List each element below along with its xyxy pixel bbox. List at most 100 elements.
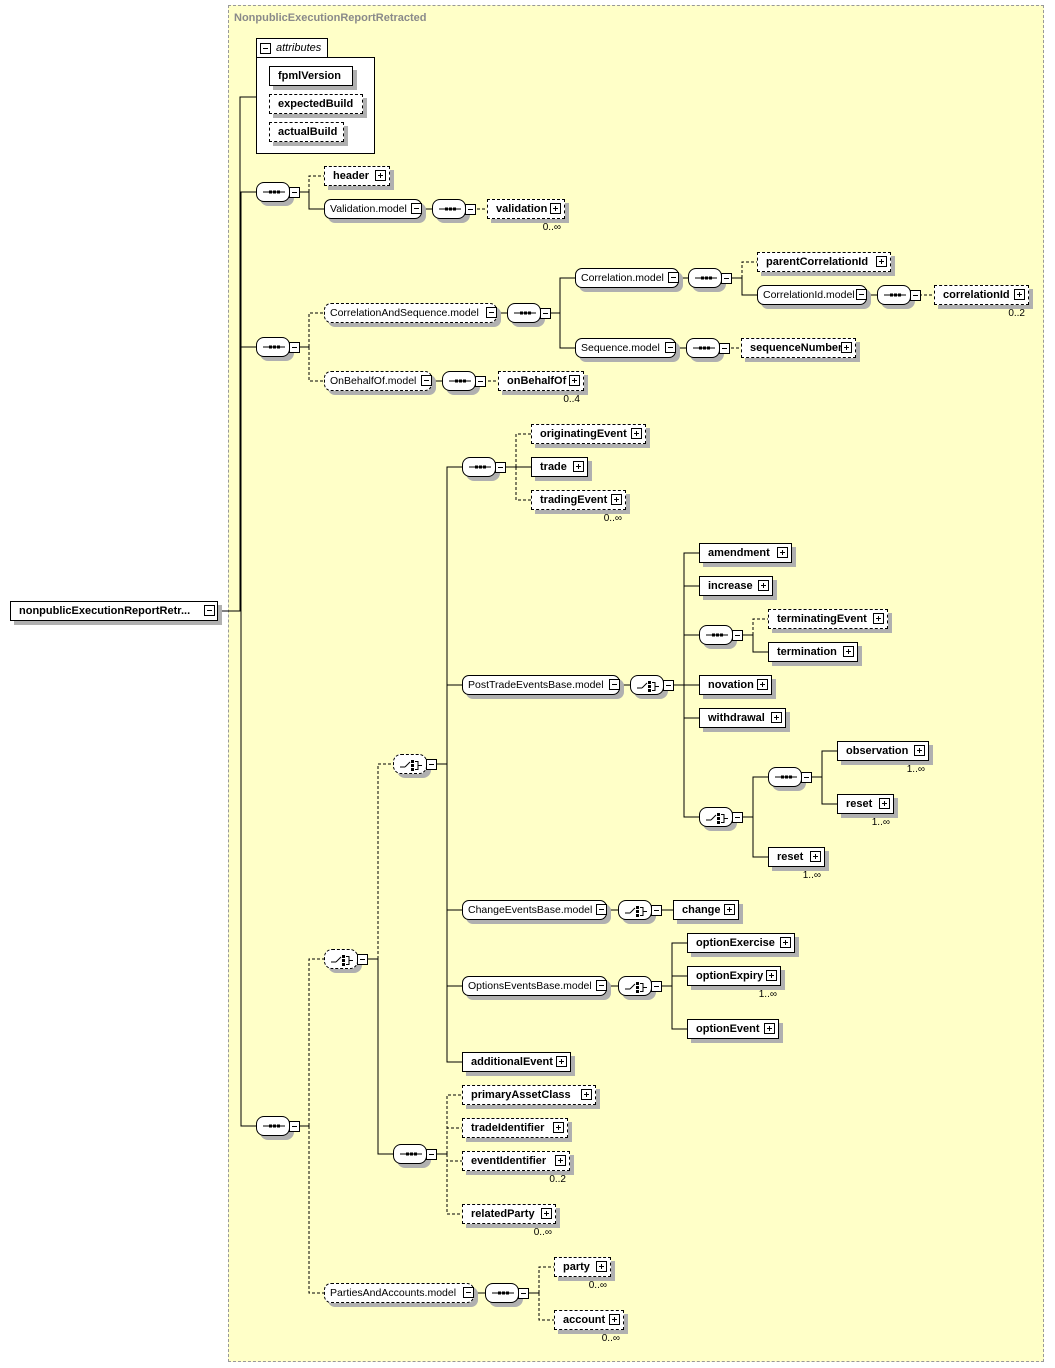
plus-icon[interactable]	[375, 170, 386, 181]
model-group-seqModel[interactable]: Sequence.model	[575, 338, 676, 358]
model-group-onBehalfModel[interactable]: OnBehalfOf.model	[324, 371, 432, 391]
minus-icon[interactable]	[463, 1287, 474, 1298]
element-reset1[interactable]: reset	[837, 794, 898, 818]
model-group-corrIdModel[interactable]: CorrelationId.model	[757, 285, 867, 305]
minus-icon[interactable]	[801, 772, 812, 783]
plus-icon[interactable]	[609, 1314, 620, 1325]
element-header[interactable]: header	[324, 166, 390, 186]
plus-icon[interactable]	[553, 1122, 564, 1133]
element-increase[interactable]: increase	[699, 576, 773, 596]
element-eventIdentifier[interactable]: eventIdentifier	[462, 1151, 574, 1175]
minus-icon[interactable]	[260, 43, 271, 54]
plus-icon[interactable]	[581, 1089, 592, 1100]
plus-icon[interactable]	[758, 580, 769, 591]
plus-icon[interactable]	[914, 745, 925, 756]
minus-icon[interactable]	[518, 1288, 529, 1299]
minus-icon[interactable]	[651, 981, 662, 992]
sequence-compositor[interactable]	[699, 625, 733, 645]
plus-icon[interactable]	[879, 798, 890, 809]
plus-icon[interactable]	[843, 646, 854, 657]
choice-compositor[interactable]	[618, 976, 652, 996]
element-relatedParty[interactable]: relatedParty	[462, 1204, 560, 1228]
minus-icon[interactable]	[426, 1149, 437, 1160]
minus-icon[interactable]	[289, 342, 300, 353]
sequence-compositor[interactable]	[256, 182, 290, 202]
minus-icon[interactable]	[665, 342, 676, 353]
minus-icon[interactable]	[540, 308, 551, 319]
plus-icon[interactable]	[550, 203, 561, 214]
element-trade[interactable]: trade	[531, 457, 588, 477]
plus-icon[interactable]	[810, 851, 821, 862]
root-element[interactable]: nonpublicExecutionReportRetr...	[10, 601, 218, 621]
minus-icon[interactable]	[289, 187, 300, 198]
minus-icon[interactable]	[475, 376, 486, 387]
model-group-postTrade[interactable]: PostTradeEventsBase.model	[462, 675, 620, 695]
minus-icon[interactable]	[357, 954, 368, 965]
element-terminatingEvent[interactable]: terminatingEvent	[768, 609, 888, 629]
plus-icon[interactable]	[724, 904, 735, 915]
element-tradeIdentifier[interactable]: tradeIdentifier	[462, 1118, 568, 1138]
element-onBehalfOf[interactable]: onBehalfOf	[498, 371, 588, 395]
minus-icon[interactable]	[495, 462, 506, 473]
element-party[interactable]: party	[554, 1257, 615, 1281]
minus-icon[interactable]	[663, 680, 674, 691]
element-tradingEvent[interactable]: tradingEvent	[531, 490, 630, 514]
attribute-expectedBuild[interactable]: expectedBuild	[269, 94, 363, 114]
element-account[interactable]: account	[554, 1310, 628, 1334]
sequence-compositor[interactable]	[432, 199, 466, 219]
sequence-compositor[interactable]	[256, 337, 290, 357]
element-optionEvent[interactable]: optionEvent	[687, 1019, 779, 1039]
element-primaryAssetClass[interactable]: primaryAssetClass	[462, 1085, 596, 1105]
plus-icon[interactable]	[556, 1056, 567, 1067]
sequence-compositor[interactable]	[462, 457, 496, 477]
plus-icon[interactable]	[841, 342, 852, 353]
model-group-corrSeqModel[interactable]: CorrelationAndSequence.model	[324, 303, 497, 323]
element-withdrawal[interactable]: withdrawal	[699, 708, 786, 728]
minus-icon[interactable]	[289, 1121, 300, 1132]
model-group-corrModel[interactable]: Correlation.model	[575, 268, 679, 288]
plus-icon[interactable]	[1014, 289, 1025, 300]
element-parentCorrelationId[interactable]: parentCorrelationId	[757, 252, 891, 272]
minus-icon[interactable]	[668, 272, 679, 283]
plus-icon[interactable]	[555, 1155, 566, 1166]
attribute-fpmlVersion[interactable]: fpmlVersion	[269, 66, 353, 86]
sequence-compositor[interactable]	[877, 285, 911, 305]
minus-icon[interactable]	[609, 679, 620, 690]
element-correlationId[interactable]: correlationId	[934, 285, 1033, 309]
minus-icon[interactable]	[486, 307, 497, 318]
element-additionalEvent[interactable]: additionalEvent	[462, 1052, 571, 1072]
plus-icon[interactable]	[777, 547, 788, 558]
element-observation[interactable]: observation	[837, 741, 933, 765]
model-group-optionsEv[interactable]: OptionsEventsBase.model	[462, 976, 607, 996]
minus-icon[interactable]	[719, 343, 730, 354]
element-amendment[interactable]: amendment	[699, 543, 792, 563]
element-validation[interactable]: validation	[487, 199, 569, 223]
plus-icon[interactable]	[780, 937, 791, 948]
minus-icon[interactable]	[421, 375, 432, 386]
element-novation[interactable]: novation	[699, 675, 772, 695]
plus-icon[interactable]	[757, 679, 768, 690]
minus-icon[interactable]	[651, 905, 662, 916]
sequence-compositor[interactable]	[507, 303, 541, 323]
element-reset2[interactable]: reset	[768, 847, 829, 871]
element-sequenceNumber[interactable]: sequenceNumber	[741, 338, 856, 358]
sequence-compositor[interactable]	[442, 371, 476, 391]
choice-compositor[interactable]	[630, 675, 664, 695]
sequence-compositor[interactable]	[768, 767, 802, 787]
plus-icon[interactable]	[573, 461, 584, 472]
plus-icon[interactable]	[611, 494, 622, 505]
plus-icon[interactable]	[541, 1208, 552, 1219]
model-group-changeEv[interactable]: ChangeEventsBase.model	[462, 900, 607, 920]
model-group-valModel[interactable]: Validation.model	[324, 199, 422, 219]
minus-icon[interactable]	[411, 203, 422, 214]
sequence-compositor[interactable]	[686, 338, 720, 358]
attribute-actualBuild[interactable]: actualBuild	[269, 122, 344, 142]
plus-icon[interactable]	[596, 1261, 607, 1272]
minus-icon[interactable]	[732, 630, 743, 641]
plus-icon[interactable]	[876, 256, 887, 267]
choice-compositor[interactable]	[618, 900, 652, 920]
minus-icon[interactable]	[732, 812, 743, 823]
element-optionExercise[interactable]: optionExercise	[687, 933, 795, 953]
element-termination[interactable]: termination	[768, 642, 858, 662]
plus-icon[interactable]	[631, 428, 642, 439]
